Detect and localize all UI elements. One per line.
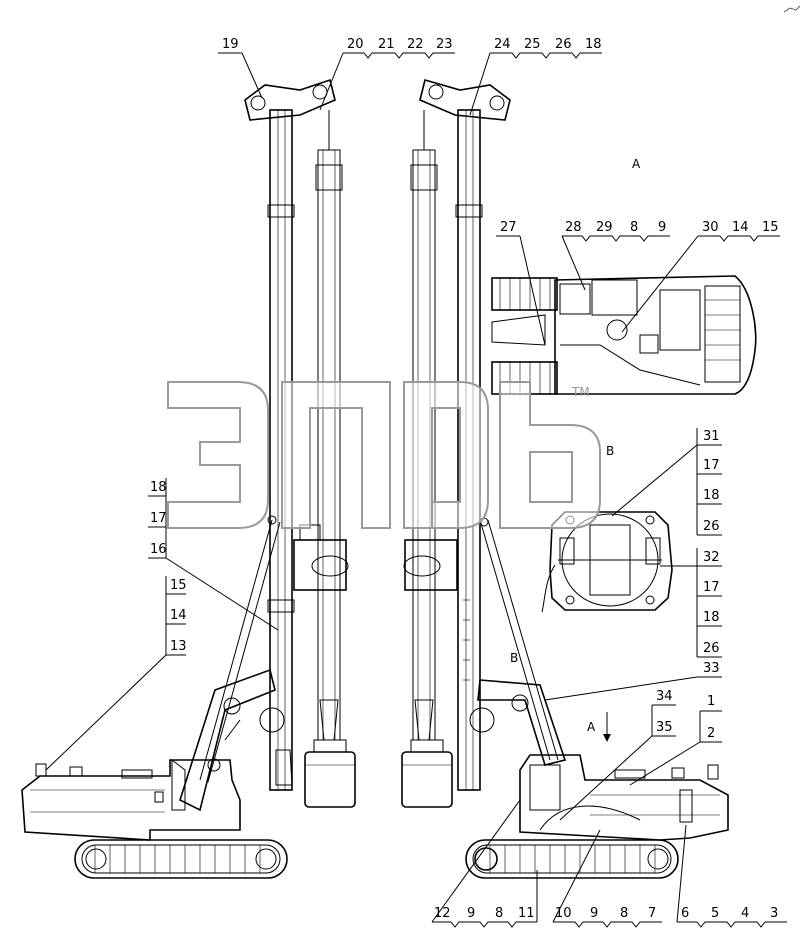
callout-12-number: 12 [434, 906, 451, 921]
callout-8a-number: 8 [495, 906, 503, 921]
callout-21-number: 21 [378, 37, 395, 52]
watermark: TM [167, 381, 601, 529]
detail-view-label: B [606, 444, 614, 458]
corner-mark [783, 5, 801, 13]
callout-stack-18-17-16: 18 17 16 [148, 478, 279, 631]
left-crawler-track [74, 839, 288, 879]
view-arrow-b-label: B [510, 651, 518, 665]
callout-13-stack-number: 13 [170, 639, 187, 654]
left-rotary-head [293, 524, 349, 591]
callout-9a-number: 9 [467, 906, 475, 921]
callout-group-30-15: 30 14 15 [621, 220, 780, 333]
left-luffing-arm [179, 515, 281, 812]
callout-32-26-number: 26 [703, 641, 720, 656]
callout-15-number: 15 [762, 220, 779, 235]
callout-33-number: 33 [703, 661, 720, 676]
callout-6-number: 6 [681, 906, 689, 921]
top-view-label: A [632, 157, 641, 171]
callout-29-number: 29 [596, 220, 613, 235]
callout-35: 35 [559, 705, 676, 821]
callout-23-number: 23 [436, 37, 453, 52]
view-arrow-a: A [587, 712, 611, 742]
callout-9-number: 9 [658, 220, 666, 235]
callout-7-number: 7 [648, 906, 656, 921]
callout-32-18-number: 18 [703, 610, 720, 625]
callout-22-number: 22 [407, 37, 424, 52]
callout-30-number: 30 [702, 220, 719, 235]
callout-8b-number: 8 [620, 906, 628, 921]
callout-9b-number: 9 [590, 906, 598, 921]
callout-14-number: 14 [732, 220, 749, 235]
callout-15-stack-number: 15 [170, 578, 187, 593]
callout-32-17-number: 17 [703, 580, 720, 595]
callout-24-number: 24 [494, 37, 511, 52]
callout-34-number: 34 [656, 689, 673, 704]
callout-20-number: 20 [347, 37, 364, 52]
callout-18-stack-number: 18 [150, 480, 167, 495]
callout-18-number: 18 [585, 37, 602, 52]
watermark-trademark: TM [571, 385, 590, 399]
right-rotary-head [403, 539, 458, 591]
callout-stack-15-14-13: 15 14 13 [45, 576, 187, 771]
right-crawler-track [465, 839, 679, 879]
callout-4-number: 4 [741, 906, 749, 921]
callout-27: 27 [496, 220, 546, 346]
callout-31-17-number: 17 [703, 458, 720, 473]
right-upper-carriage [519, 754, 729, 841]
callout-group-6-3: 6 5 4 3 [676, 824, 787, 928]
right-drilling-bucket [401, 739, 453, 808]
callout-14-stack-number: 14 [170, 608, 187, 623]
callout-19: 19 [218, 37, 263, 99]
callout-5-number: 5 [711, 906, 719, 921]
callout-16-stack-number: 16 [150, 542, 167, 557]
top-view-a [491, 275, 757, 395]
callout-1-2: 1 2 [629, 694, 722, 786]
right-mast-head [419, 79, 511, 121]
callout-31-number: 31 [703, 429, 720, 444]
left-kelly-bar [315, 110, 343, 741]
callout-group-24-18: 24 25 26 18 [469, 37, 602, 116]
callout-8-number: 8 [630, 220, 638, 235]
callout-group-12-11: 12 9 8 11 [431, 799, 538, 928]
callout-19-number: 19 [222, 37, 239, 52]
callout-25-number: 25 [524, 37, 541, 52]
callout-stack-32: 32 17 18 26 [660, 548, 722, 658]
callout-11-number: 11 [518, 906, 535, 921]
right-luffing-arm [477, 517, 567, 766]
callout-26-number: 26 [555, 37, 572, 52]
left-rig-side-view [21, 78, 356, 879]
callout-34: 34 [652, 689, 676, 706]
callout-group-28-9: 28 29 8 9 [561, 220, 670, 291]
callout-1-number: 1 [707, 694, 715, 709]
view-arrow-a-label: A [587, 720, 596, 734]
callout-31-18-number: 18 [703, 488, 720, 503]
left-upper-carriage [21, 758, 241, 841]
callout-3-number: 3 [770, 906, 778, 921]
callout-28-number: 28 [565, 220, 582, 235]
callout-stack-31: 31 17 18 26 [611, 428, 722, 536]
callout-33: 33 [544, 661, 722, 701]
callout-35-number: 35 [656, 720, 673, 735]
callout-2-number: 2 [707, 726, 715, 741]
callout-group-10-7: 10 9 8 7 [552, 829, 662, 928]
callout-27-number: 27 [500, 220, 517, 235]
callout-31-26-number: 26 [703, 519, 720, 534]
right-rig-side-view [401, 79, 729, 879]
left-mast-head [244, 78, 336, 121]
callout-17-stack-number: 17 [150, 511, 167, 526]
callout-32-number: 32 [703, 550, 720, 565]
callout-group-20-23: 20 21 22 23 [319, 37, 455, 111]
left-drilling-bucket [304, 739, 356, 808]
